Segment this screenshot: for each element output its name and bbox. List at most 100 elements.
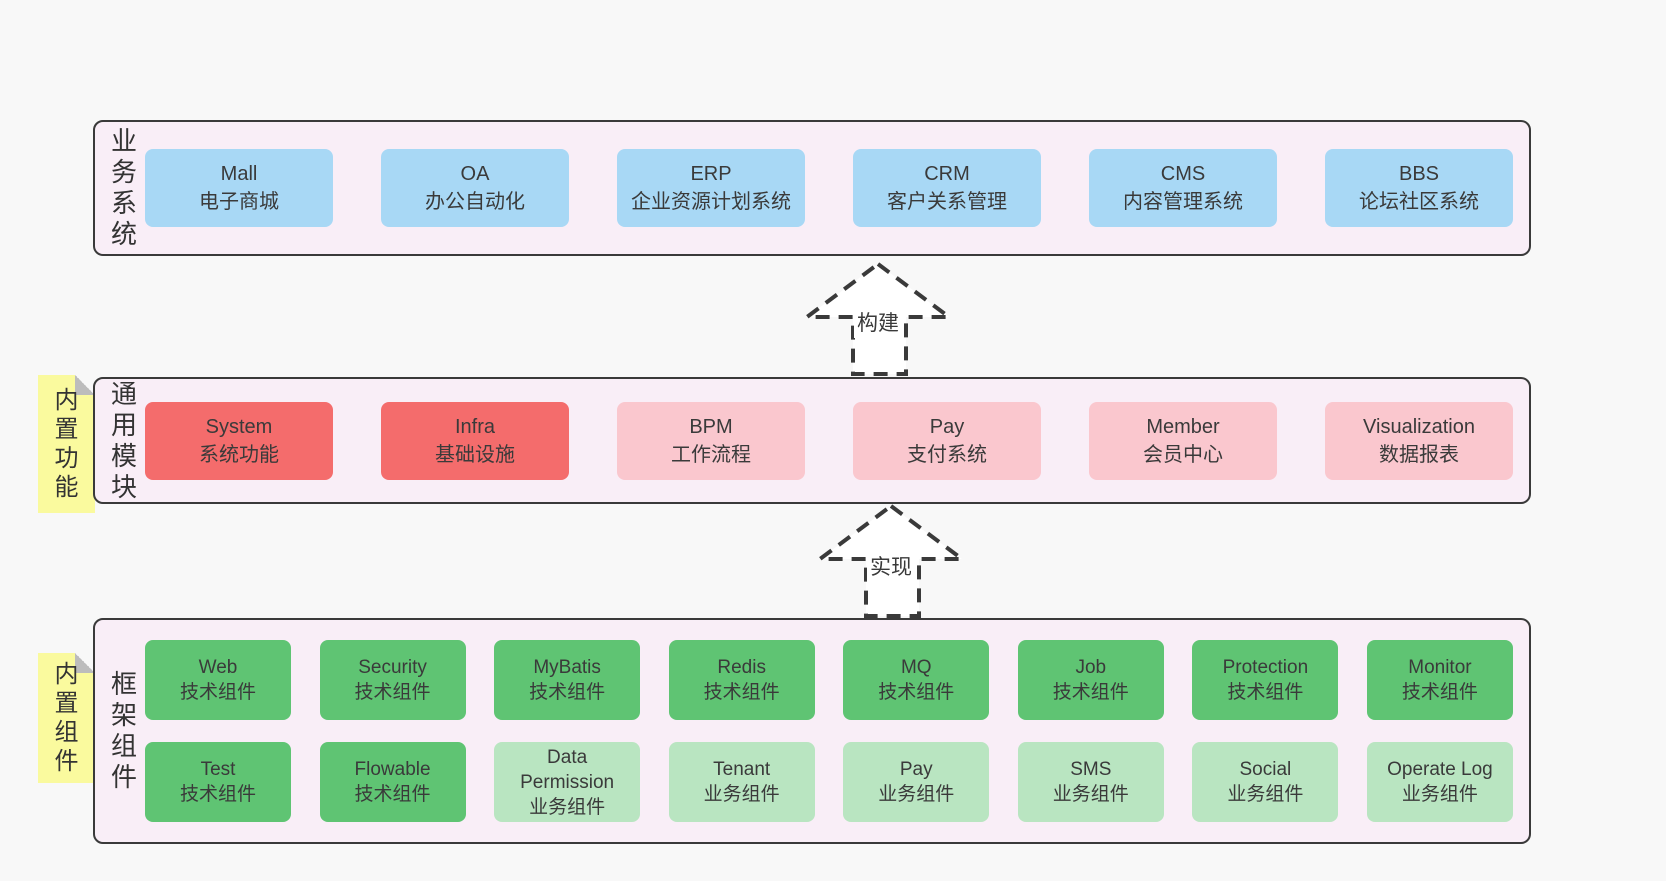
box-subtitle: 办公自动化	[425, 191, 525, 213]
box-system: System 系统功能	[145, 401, 333, 480]
box-infra: Infra 基础设施	[381, 401, 569, 480]
framework-row-1: Web 技术组件 Security 技术组件 MyBatis 技术组件 Redi…	[145, 640, 1513, 720]
business-box-row: Mall 电子商城 OA 办公自动化 ERP 企业资源计划系统 CRM 客户关系…	[145, 122, 1513, 254]
box-subtitle: 企业资源计划系统	[631, 191, 791, 213]
box-title: Infra	[454, 415, 496, 438]
box-subtitle: 业务组件	[529, 796, 606, 818]
box-subtitle: 内容管理系统	[1123, 191, 1243, 213]
box-subtitle: 基础设施	[435, 443, 515, 466]
box-subtitle: 会员中心	[1143, 443, 1223, 466]
layer-business-systems-label: 业务系统	[111, 126, 138, 249]
box-title: CRM	[924, 163, 970, 185]
box-bpm: BPM 工作流程	[617, 401, 805, 480]
box-mq: MQ 技术组件	[843, 640, 990, 720]
note-fold-corner-icon	[75, 653, 95, 673]
box-subtitle: 业务组件	[1052, 784, 1129, 805]
box-subtitle: 技术组件	[354, 682, 431, 703]
box-title: Redis	[717, 657, 766, 678]
note-builtin-components: 内置组件	[38, 653, 95, 783]
layer-common-modules: 通用模块 System 系统功能 Infra 基础设施 BPM 工作流程 Pay…	[93, 377, 1531, 504]
box-title: MyBatis	[533, 657, 601, 678]
box-subtitle: 系统功能	[199, 443, 279, 466]
box-crm: CRM 客户关系管理	[853, 149, 1041, 227]
box-flowable: Flowable 技术组件	[319, 742, 466, 822]
box-title: SMS	[1070, 759, 1112, 780]
box-monitor: Monitor 技术组件	[1366, 640, 1513, 720]
box-sms: SMS 业务组件	[1017, 742, 1164, 822]
box-subtitle: 业务组件	[1227, 784, 1304, 805]
box-subtitle: 技术组件	[179, 682, 256, 703]
box-member: Member 会员中心	[1089, 401, 1277, 480]
box-title: Pay	[899, 759, 933, 780]
box-protection: Protection 技术组件	[1192, 640, 1339, 720]
box-title: MQ	[900, 657, 932, 678]
box-subtitle: 业务组件	[703, 784, 780, 805]
box-title: ERP	[690, 163, 732, 185]
box-test: Test 技术组件	[145, 742, 291, 822]
box-security: Security 技术组件	[319, 640, 466, 720]
box-tenant: Tenant 业务组件	[668, 742, 815, 822]
box-title: Monitor	[1408, 657, 1472, 678]
box-bbs: BBS 论坛社区系统	[1325, 149, 1513, 227]
common-box-row: System 系统功能 Infra 基础设施 BPM 工作流程 Pay 支付系统…	[145, 379, 1513, 502]
box-data-permission: Data Permission 业务组件	[494, 742, 641, 822]
box-subtitle: 业务组件	[1401, 784, 1478, 805]
box-subtitle: 论坛社区系统	[1359, 191, 1479, 213]
box-visualization: Visualization 数据报表	[1325, 401, 1513, 480]
box-title: Member	[1146, 415, 1220, 438]
box-title: System	[205, 415, 273, 438]
box-title: Job	[1075, 657, 1107, 678]
box-subtitle: 工作流程	[671, 443, 751, 466]
box-redis: Redis 技术组件	[668, 640, 815, 720]
box-subtitle: 技术组件	[1227, 682, 1304, 703]
layer-framework-components-label: 框架组件	[111, 669, 138, 792]
box-title: Pay	[929, 415, 965, 438]
box-subtitle: 电子商城	[199, 191, 279, 213]
box-mall: Mall 电子商城	[145, 149, 333, 227]
box-web: Web 技术组件	[145, 640, 291, 720]
box-social: Social 业务组件	[1192, 742, 1339, 822]
box-title: Test	[200, 759, 236, 780]
box-title: Tenant	[713, 759, 771, 780]
arrow-build-label: 构建	[854, 310, 902, 338]
box-mybatis: MyBatis 技术组件	[494, 640, 641, 720]
box-pay-component: Pay 业务组件	[843, 742, 990, 822]
note-builtin-features-label: 内置功能	[54, 387, 79, 501]
box-subtitle: 技术组件	[878, 682, 955, 703]
layer-common-modules-label: 通用模块	[111, 378, 138, 502]
box-title: Operate Log	[1387, 759, 1493, 780]
box-title: BPM	[689, 415, 733, 438]
box-subtitle: 支付系统	[907, 443, 987, 466]
box-subtitle: 技术组件	[1401, 682, 1478, 703]
note-fold-corner-icon	[75, 375, 95, 395]
box-title: Mall	[220, 163, 258, 185]
box-cms: CMS 内容管理系统	[1089, 149, 1277, 227]
arrow-implement-label: 实现	[867, 554, 915, 582]
note-builtin-components-label: 内置组件	[54, 661, 79, 775]
box-subtitle: 业务组件	[878, 784, 955, 805]
box-title: OA	[460, 163, 490, 185]
box-subtitle: 技术组件	[529, 682, 606, 703]
box-job: Job 技术组件	[1017, 640, 1164, 720]
box-subtitle: 技术组件	[1052, 682, 1129, 703]
box-title: Social	[1239, 759, 1292, 780]
box-subtitle: 技术组件	[703, 682, 780, 703]
box-title: Protection	[1222, 657, 1309, 678]
box-erp: ERP 企业资源计划系统	[617, 149, 805, 227]
box-title: Visualization	[1363, 415, 1475, 438]
box-title: Data Permission	[520, 746, 615, 793]
framework-row-2: Test 技术组件 Flowable 技术组件 Data Permission …	[145, 742, 1513, 822]
box-subtitle: 技术组件	[354, 784, 431, 805]
box-subtitle: 客户关系管理	[887, 191, 1007, 213]
box-pay: Pay 支付系统	[853, 401, 1041, 480]
box-oa: OA 办公自动化	[381, 149, 569, 227]
box-title: Web	[198, 657, 238, 678]
layer-business-systems: 业务系统 Mall 电子商城 OA 办公自动化 ERP 企业资源计划系统 CRM…	[93, 120, 1531, 256]
box-title: Flowable	[354, 759, 431, 780]
note-builtin-features: 内置功能	[38, 375, 95, 513]
box-title: CMS	[1160, 163, 1206, 185]
box-title: Security	[358, 657, 427, 678]
box-subtitle: 数据报表	[1379, 443, 1459, 466]
box-subtitle: 技术组件	[179, 784, 256, 805]
layer-framework-components: 框架组件 Web 技术组件 Security 技术组件 MyBatis 技术组件…	[93, 618, 1531, 844]
